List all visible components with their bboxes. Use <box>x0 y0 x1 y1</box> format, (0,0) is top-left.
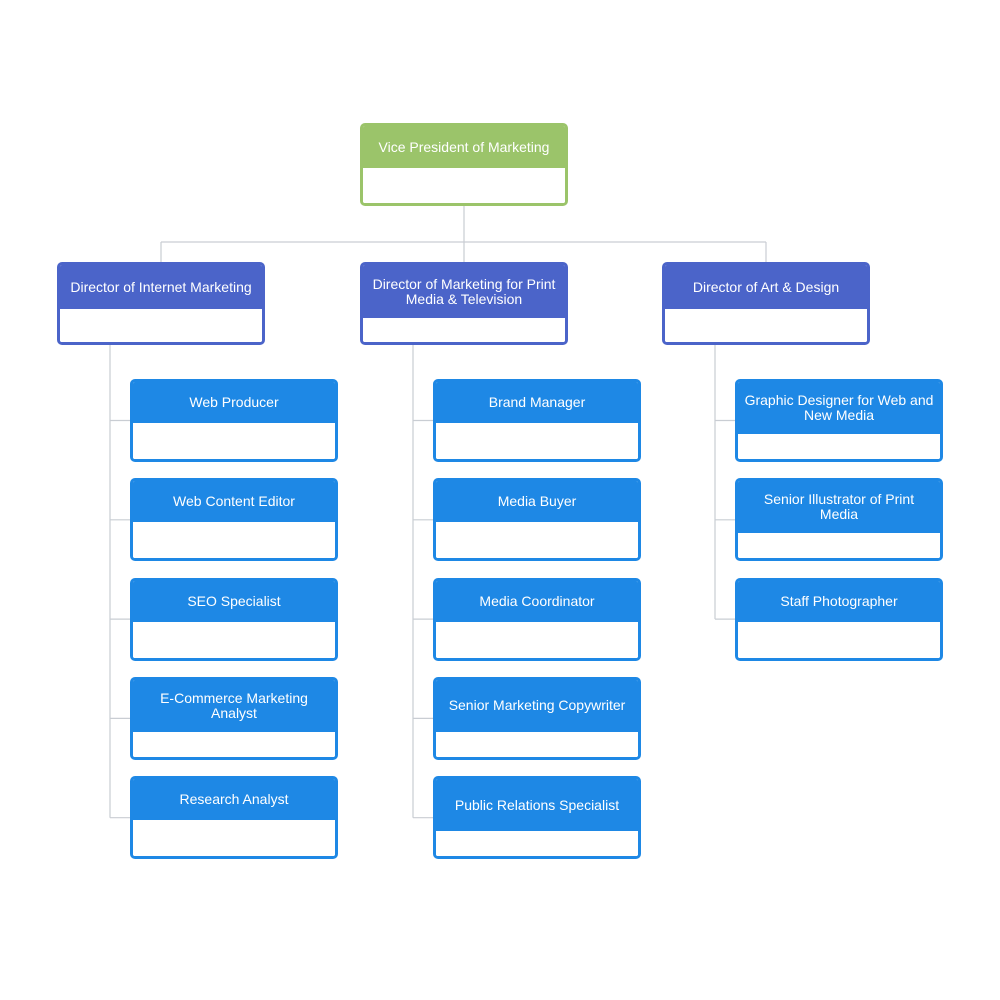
director-node-2[interactable]: Director of Art & Design <box>662 262 870 345</box>
director-node-0[interactable]: Director of Internet Marketing <box>57 262 265 345</box>
report-node-1-3-title: Senior Marketing Copywriter <box>436 679 638 732</box>
director-node-1[interactable]: Director of Marketing for Print Media & … <box>360 262 568 345</box>
report-node-2-1-title: Senior Illustrator of Print Media <box>738 481 940 534</box>
report-node-1-0-body <box>436 423 638 459</box>
report-node-2-2-body <box>738 621 940 658</box>
report-node-0-2-body <box>133 621 335 658</box>
report-node-1-0[interactable]: Brand Manager <box>433 379 641 462</box>
director-node-1-body <box>363 318 565 342</box>
report-node-0-0[interactable]: Web Producer <box>130 379 338 462</box>
report-node-1-2-title: Media Coordinator <box>436 580 638 622</box>
report-node-0-0-title: Web Producer <box>133 382 335 423</box>
report-node-0-1-title: Web Content Editor <box>133 481 335 523</box>
report-node-1-1-title: Media Buyer <box>436 481 638 523</box>
report-node-0-1-body <box>133 522 335 559</box>
report-node-0-3-title: E-Commerce Marketing Analyst <box>133 679 335 732</box>
report-node-0-4-body <box>133 820 335 857</box>
director-node-0-title: Director of Internet Marketing <box>60 265 262 309</box>
report-node-2-2-title: Staff Photographer <box>738 580 940 622</box>
report-node-0-2[interactable]: SEO Specialist <box>130 577 338 661</box>
report-node-0-0-body <box>133 423 335 459</box>
report-node-1-1[interactable]: Media Buyer <box>433 478 641 562</box>
report-node-1-3[interactable]: Senior Marketing Copywriter <box>433 676 641 760</box>
report-node-1-4[interactable]: Public Relations Specialist <box>433 776 641 860</box>
director-node-1-title: Director of Marketing for Print Media & … <box>363 265 565 318</box>
report-node-1-1-body <box>436 522 638 559</box>
director-node-2-title: Director of Art & Design <box>665 265 867 309</box>
report-node-2-0[interactable]: Graphic Designer for Web and New Media <box>735 379 943 462</box>
report-node-1-3-body <box>436 731 638 757</box>
report-node-2-0-title: Graphic Designer for Web and New Media <box>738 382 940 434</box>
report-node-1-4-body <box>436 831 638 857</box>
report-node-0-3[interactable]: E-Commerce Marketing Analyst <box>130 676 338 760</box>
director-node-0-body <box>60 309 262 342</box>
report-node-2-0-body <box>738 434 940 459</box>
report-node-2-1[interactable]: Senior Illustrator of Print Media <box>735 478 943 562</box>
vp-node[interactable]: Vice President of Marketing <box>360 123 568 206</box>
report-node-0-4-title: Research Analyst <box>133 779 335 821</box>
report-node-1-2-body <box>436 621 638 658</box>
report-node-1-4-title: Public Relations Specialist <box>436 779 638 832</box>
vp-node-title: Vice President of Marketing <box>363 126 565 168</box>
report-node-1-2[interactable]: Media Coordinator <box>433 577 641 661</box>
report-node-0-2-title: SEO Specialist <box>133 580 335 622</box>
director-node-2-body <box>665 309 867 342</box>
vp-node-body <box>363 168 565 203</box>
report-node-0-1[interactable]: Web Content Editor <box>130 478 338 562</box>
report-node-1-0-title: Brand Manager <box>436 382 638 423</box>
report-node-2-1-body <box>738 533 940 559</box>
report-node-2-2[interactable]: Staff Photographer <box>735 577 943 661</box>
report-node-0-3-body <box>133 731 335 757</box>
report-node-0-4[interactable]: Research Analyst <box>130 776 338 860</box>
